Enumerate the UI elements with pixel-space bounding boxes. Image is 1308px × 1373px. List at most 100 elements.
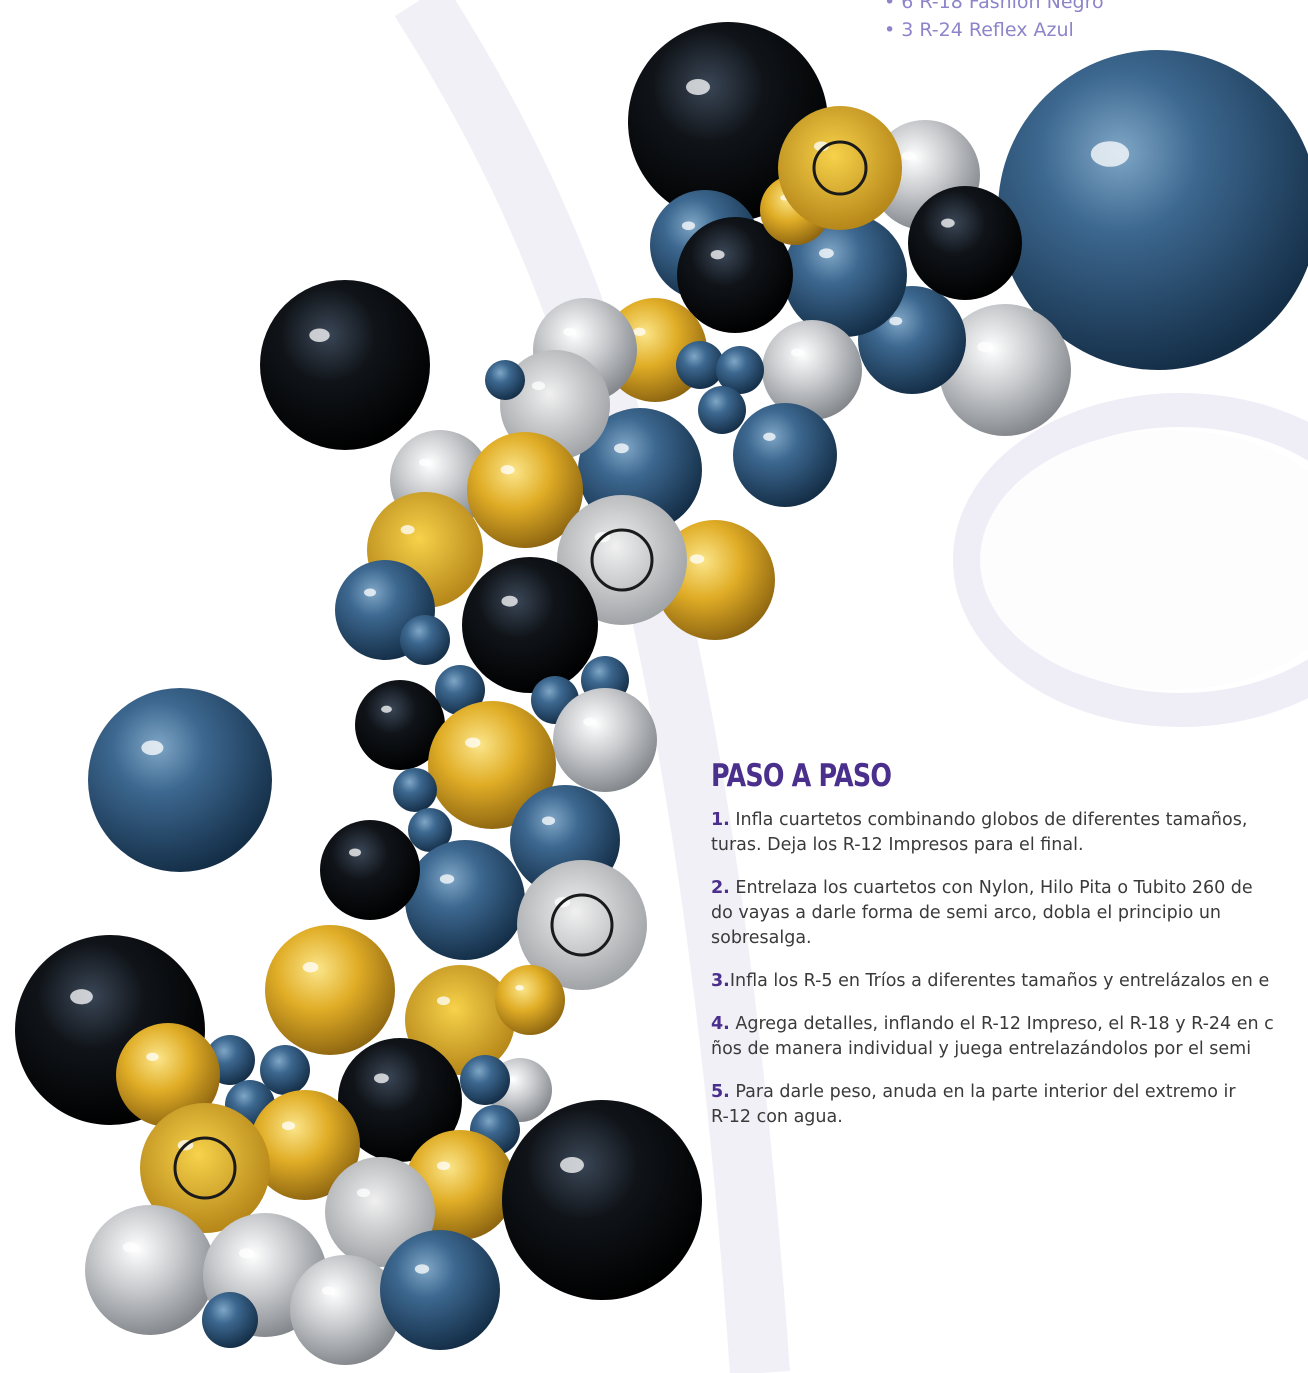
- balloon: [140, 1103, 270, 1233]
- balloon-highlight: [889, 316, 903, 326]
- balloon-highlight: [941, 218, 955, 228]
- balloon: [338, 1038, 462, 1162]
- balloon: [485, 360, 525, 400]
- balloon: [462, 557, 598, 693]
- step-text: Infla cuartetos combinando globos de dif…: [711, 810, 1248, 855]
- step-text: Infla los R-5 en Tríos a diferentes tama…: [729, 971, 1270, 991]
- balloon-highlight: [818, 248, 834, 259]
- step-number: 4.: [711, 1014, 730, 1034]
- balloon: [628, 22, 828, 222]
- balloon: [400, 615, 450, 665]
- balloon: [502, 1100, 702, 1300]
- balloon-highlight: [1090, 141, 1130, 167]
- step-number: 1.: [711, 810, 730, 830]
- balloon-highlight: [439, 874, 455, 884]
- balloon: [250, 1090, 360, 1200]
- balloon: [428, 701, 556, 829]
- balloon: [116, 1023, 220, 1127]
- balloon-highlight: [400, 525, 415, 535]
- balloon-highlight: [689, 554, 705, 564]
- balloon: [290, 1255, 400, 1365]
- balloon-highlight: [813, 141, 829, 152]
- step-2: 2. Entrelaza los cuartetos con Nylon, Hi…: [711, 876, 1308, 951]
- balloon-highlight: [501, 595, 518, 607]
- balloon-highlight: [763, 432, 776, 441]
- balloon: [202, 1292, 258, 1348]
- balloon-highlight: [414, 1264, 430, 1274]
- balloon: [467, 432, 583, 548]
- section-title: PASO A PASO: [711, 758, 892, 794]
- balloon-highlight: [419, 458, 431, 467]
- balloon: [517, 860, 647, 990]
- balloon-highlight: [356, 1188, 371, 1198]
- balloon-highlight: [349, 848, 361, 857]
- step-1: 1. Infla cuartetos combinando globos de …: [711, 808, 1308, 858]
- balloon: [733, 403, 837, 507]
- balloon-highlight: [70, 989, 93, 1005]
- balloon: [260, 1045, 310, 1095]
- balloon: [85, 1205, 215, 1335]
- balloon-highlight: [531, 381, 546, 391]
- balloon: [716, 346, 764, 394]
- supply-item: 3 R-24 Reflex Azul: [884, 16, 1104, 44]
- balloon: [405, 840, 525, 960]
- balloon-highlight: [281, 1121, 296, 1131]
- balloon: [265, 925, 395, 1055]
- balloon-highlight: [364, 588, 376, 597]
- balloon-highlight: [583, 717, 596, 726]
- balloon-highlight: [141, 740, 164, 756]
- balloon: [355, 680, 445, 770]
- supply-item: 6 R-18 Fashion Negro: [884, 0, 1103, 16]
- balloon: [495, 965, 565, 1035]
- balloon-highlight: [633, 327, 646, 336]
- step-text: Agrega detalles, inflando el R-12 Impres…: [711, 1014, 1274, 1059]
- step-5: 5. Para darle peso, anuda en la parte in…: [711, 1080, 1308, 1130]
- balloon-highlight: [309, 328, 330, 343]
- balloon-highlight: [238, 1248, 254, 1259]
- balloon-highlight: [560, 1157, 584, 1173]
- balloon-highlight: [710, 250, 725, 260]
- balloon-highlight: [465, 737, 481, 748]
- balloon: [320, 820, 420, 920]
- balloon-highlight: [321, 1286, 336, 1296]
- balloon: [393, 768, 437, 812]
- balloon-highlight: [901, 151, 916, 161]
- balloon: [380, 1230, 500, 1350]
- balloon: [698, 386, 746, 434]
- balloon: [677, 217, 793, 333]
- balloon: [88, 688, 272, 872]
- balloon-highlight: [791, 348, 803, 357]
- balloon: [762, 320, 862, 420]
- balloon: [939, 304, 1071, 436]
- balloon: [908, 186, 1022, 300]
- step-number: 5.: [711, 1082, 730, 1102]
- step-number: 2.: [711, 878, 730, 898]
- balloon-highlight: [500, 465, 515, 475]
- balloon-highlight: [436, 1161, 451, 1171]
- balloon-highlight: [977, 341, 994, 353]
- balloon-highlight: [122, 1242, 139, 1253]
- balloon-highlight: [515, 984, 524, 991]
- step-text: Para darle peso, anuda en la parte inter…: [711, 1082, 1236, 1127]
- step-text: Entrelaza los cuartetos con Nylon, Hilo …: [711, 878, 1253, 948]
- balloon: [408, 808, 452, 852]
- balloon: [783, 213, 907, 337]
- balloon: [325, 1157, 435, 1267]
- step-4: 4. Agrega detalles, inflando el R-12 Imp…: [711, 1012, 1308, 1062]
- balloon-highlight: [541, 816, 556, 826]
- step-by-step-section: PASO A PASO 1. Infla cuartetos combinand…: [711, 758, 1308, 1148]
- balloon-highlight: [381, 705, 392, 713]
- balloon-highlight: [563, 327, 576, 336]
- supply-list: 6 R-18 Fashion Negro 3 R-24 Reflex Azul: [884, 0, 1104, 44]
- balloon: [778, 106, 902, 230]
- balloon-highlight: [613, 443, 629, 454]
- balloon-highlight: [681, 221, 696, 231]
- balloon-highlight: [436, 996, 451, 1006]
- balloon-highlight: [146, 1052, 159, 1061]
- balloon-highlight: [302, 962, 319, 973]
- step-number: 3.: [711, 971, 730, 991]
- balloon-highlight: [686, 79, 710, 95]
- balloon: [460, 1055, 510, 1105]
- balloon: [676, 341, 724, 389]
